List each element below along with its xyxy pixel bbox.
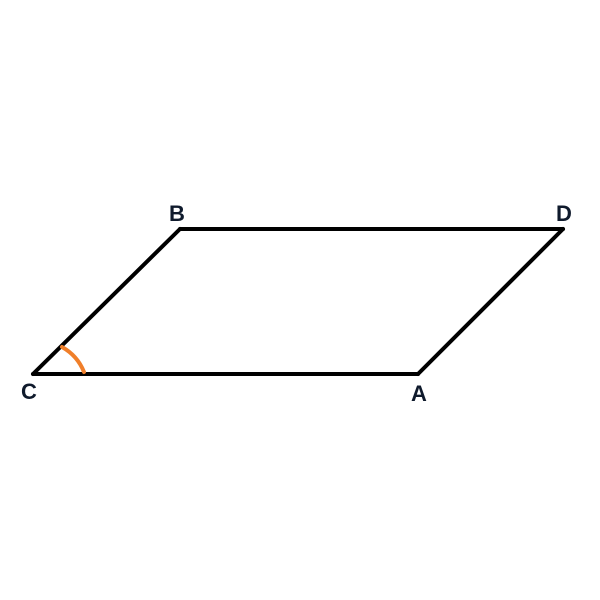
- vertex-label-d: D: [556, 201, 572, 226]
- vertex-label-b: B: [169, 201, 185, 226]
- edge-cb: [31, 227, 182, 376]
- vertex-label-c: C: [21, 379, 37, 404]
- edge-da: [416, 227, 565, 376]
- angle-marker-c: [60, 345, 86, 374]
- vertex-label-a: A: [411, 381, 427, 406]
